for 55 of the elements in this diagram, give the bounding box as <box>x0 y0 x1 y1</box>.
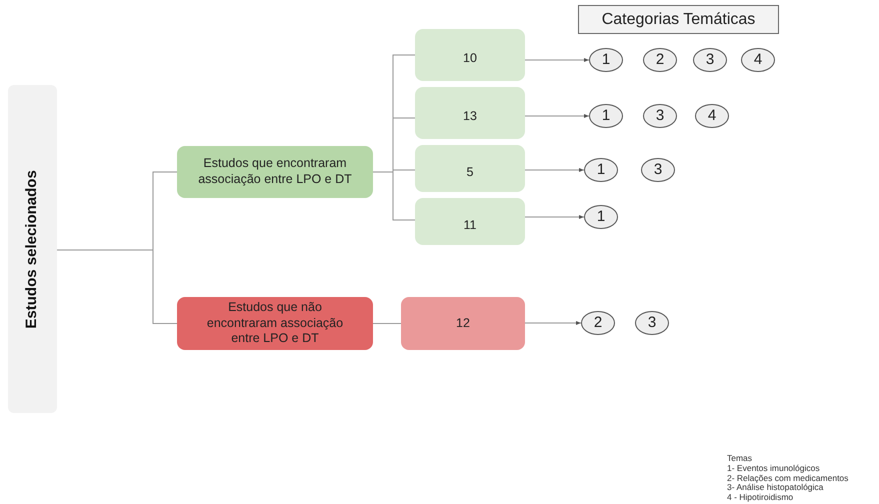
category-oval <box>643 48 677 72</box>
count-box <box>415 198 525 245</box>
category-number: 3 <box>654 106 666 126</box>
count-box <box>415 87 525 139</box>
category-oval <box>584 205 618 229</box>
connector-line <box>56 250 178 324</box>
connector-line <box>372 172 416 220</box>
category-number: 2 <box>654 50 666 70</box>
arrow <box>524 168 584 172</box>
legend-text: 1- Eventos imunológicos <box>727 464 821 474</box>
category-number: 2 <box>592 314 604 332</box>
category-oval <box>641 158 675 182</box>
category-oval <box>584 158 618 182</box>
arrow <box>524 321 582 325</box>
box-text: 12 <box>455 316 471 332</box>
group-box <box>177 297 373 350</box>
box-text: Estudos que encontraram associação entre LPO e DT <box>197 156 353 188</box>
box-text: 13 <box>463 108 477 125</box>
category-number: 3 <box>646 314 658 332</box>
category-oval <box>695 104 729 128</box>
side-panel <box>8 85 57 413</box>
box-text: 10 <box>463 50 477 67</box>
header-box <box>578 5 779 34</box>
panel-title: Estudos selecionados <box>23 168 42 330</box>
category-oval <box>693 48 727 72</box>
arrow <box>524 58 590 62</box>
category-oval <box>581 311 615 335</box>
category-number: 3 <box>652 160 664 180</box>
arrow <box>524 215 584 219</box>
count-box <box>415 145 525 192</box>
box-text: 5 <box>466 164 474 180</box>
category-oval <box>589 104 623 128</box>
category-number: 3 <box>704 50 716 70</box>
legend-text: 3- Análise histopatológica <box>727 483 824 494</box>
arrow <box>524 114 590 118</box>
box-text: 11 <box>464 216 476 234</box>
category-oval <box>635 311 669 335</box>
legend-text: Temas <box>727 454 754 464</box>
category-number: 1 <box>600 50 612 70</box>
category-number: 1 <box>600 106 612 126</box>
category-oval <box>741 48 775 72</box>
category-number: 1 <box>596 208 606 226</box>
category-number: 4 <box>752 50 764 70</box>
category-number: 1 <box>596 160 606 180</box>
category-number: 4 <box>706 106 718 126</box>
count-box <box>401 297 525 350</box>
category-oval <box>589 48 623 72</box>
category-oval <box>643 104 677 128</box>
count-box <box>415 29 525 81</box>
legend-text: 4 - Hipotiroidismo <box>727 493 794 503</box>
box-text: Estudos que não encontraram associação entre LPO e DT <box>206 300 344 347</box>
connector-line <box>372 323 402 324</box>
legend-text: 2- Relações com medicamentos <box>727 474 848 483</box>
group-box <box>177 146 373 198</box>
header-text: Categorias Temáticas <box>600 10 756 30</box>
